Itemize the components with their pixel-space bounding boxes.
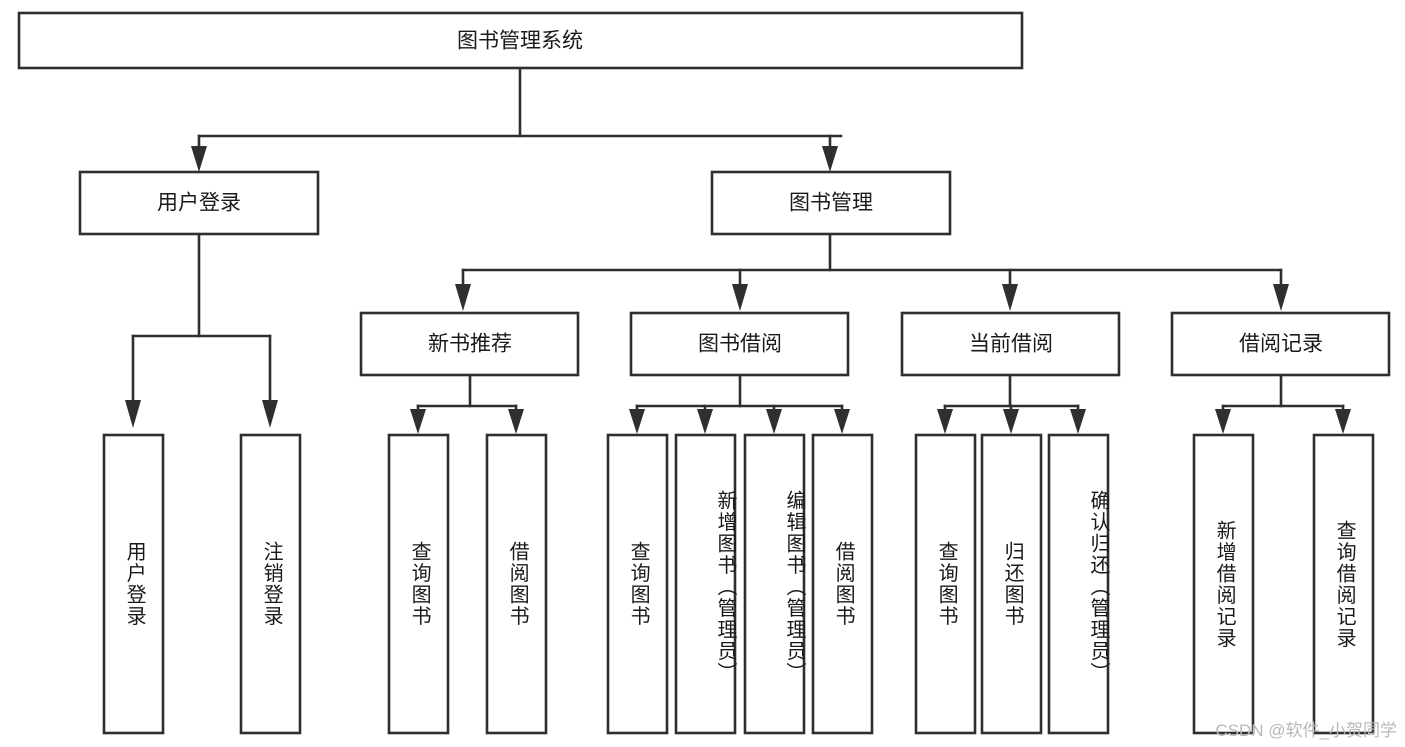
leaf-node-edit-book-admin[interactable]	[743, 433, 806, 735]
connector-current-borrow-to-leaves	[937, 373, 1086, 434]
arrow-head-icon	[629, 409, 645, 434]
arrow-head-icon	[1070, 409, 1086, 434]
node-book-management[interactable]: 图书管理	[710, 170, 952, 236]
csdn-watermark: CSDN @软件_小贺同学	[1215, 721, 1397, 740]
connector-borrow-record-to-leaves	[1215, 373, 1351, 434]
node-borrow-record[interactable]: 借阅记录	[1170, 311, 1391, 377]
arrow-head-icon	[1335, 409, 1351, 434]
leaf-node-logout-login[interactable]	[239, 433, 302, 735]
leaf-node-return-book[interactable]	[980, 433, 1043, 735]
arrow-head-icon	[766, 409, 782, 434]
arrow-head-icon	[455, 284, 471, 311]
arrow-head-icon	[191, 146, 207, 172]
arrow-head-icon	[732, 284, 748, 311]
leaf-node-borrow-book-rec[interactable]	[485, 433, 548, 735]
arrow-head-icon	[1002, 284, 1018, 311]
arrow-head-icon	[1003, 409, 1019, 434]
node-label: 借阅记录	[1239, 333, 1323, 356]
leaf-node-query-book-borrow[interactable]	[606, 433, 669, 735]
arrow-head-icon	[937, 409, 953, 434]
arrow-head-icon	[508, 409, 524, 434]
node-label: 图书管理	[789, 192, 873, 215]
node-current-borrow[interactable]: 当前借阅	[900, 311, 1121, 377]
node-new-book-recommend[interactable]: 新书推荐	[359, 311, 580, 377]
arrow-head-icon	[697, 409, 713, 434]
leaf-node-user-login[interactable]	[102, 433, 165, 735]
connector-user-login-to-leaves	[125, 232, 278, 428]
connector-book-borrow-to-leaves	[629, 373, 850, 434]
node-label: 图书借阅	[698, 333, 782, 356]
connector-root-to-level2	[191, 66, 843, 172]
leaf-node-add-book-admin[interactable]	[674, 433, 737, 735]
leaf-node-confirm-return-admin[interactable]	[1047, 433, 1110, 735]
node-label: 新书推荐	[428, 333, 512, 356]
leaf-node-add-borrow-record[interactable]	[1192, 433, 1255, 735]
leaf-node-query-borrow-record[interactable]	[1312, 433, 1375, 735]
arrow-head-icon	[834, 409, 850, 434]
arrow-head-icon	[822, 146, 838, 172]
node-label: 用户登录	[157, 192, 241, 215]
arrow-head-icon	[1273, 284, 1289, 311]
node-root-book-management-system[interactable]: 图书管理系统	[17, 11, 1024, 70]
leaf-node-borrow-book[interactable]	[811, 433, 874, 735]
node-book-borrow[interactable]: 图书借阅	[629, 311, 850, 377]
node-label: 图书管理系统	[457, 30, 583, 53]
leaf-node-query-book-rec[interactable]	[387, 433, 450, 735]
connector-book-mgmt-to-level3	[455, 232, 1289, 311]
connector-new-book-rec-to-leaves	[410, 373, 524, 434]
arrow-head-icon	[125, 400, 141, 428]
node-user-login[interactable]: 用户登录	[78, 170, 320, 236]
leaf-node-query-book-current[interactable]	[914, 433, 977, 735]
arrow-head-icon	[1215, 409, 1231, 434]
arrow-head-icon	[410, 409, 426, 434]
node-label: 当前借阅	[969, 333, 1053, 356]
arrow-head-icon	[262, 400, 278, 428]
